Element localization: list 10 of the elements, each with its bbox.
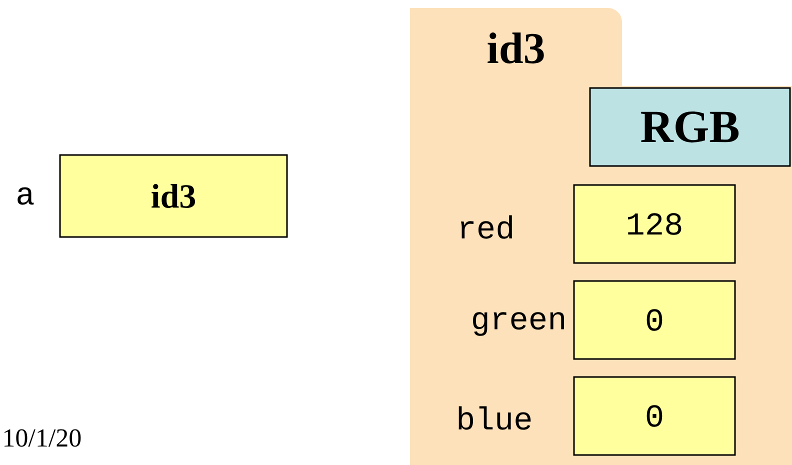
variable-name: red (460, 215, 512, 239)
date-label: 10/1/20 (4, 429, 81, 447)
variable-name: green (473, 312, 564, 336)
value-box: RGB (589, 87, 791, 167)
value-box: 128 (573, 184, 736, 264)
variable-name: blue (458, 406, 531, 430)
value-box: id3 (59, 154, 288, 238)
variable-name: a (18, 187, 34, 205)
value-box: 0 (573, 376, 736, 456)
value-box: 0 (573, 280, 736, 360)
